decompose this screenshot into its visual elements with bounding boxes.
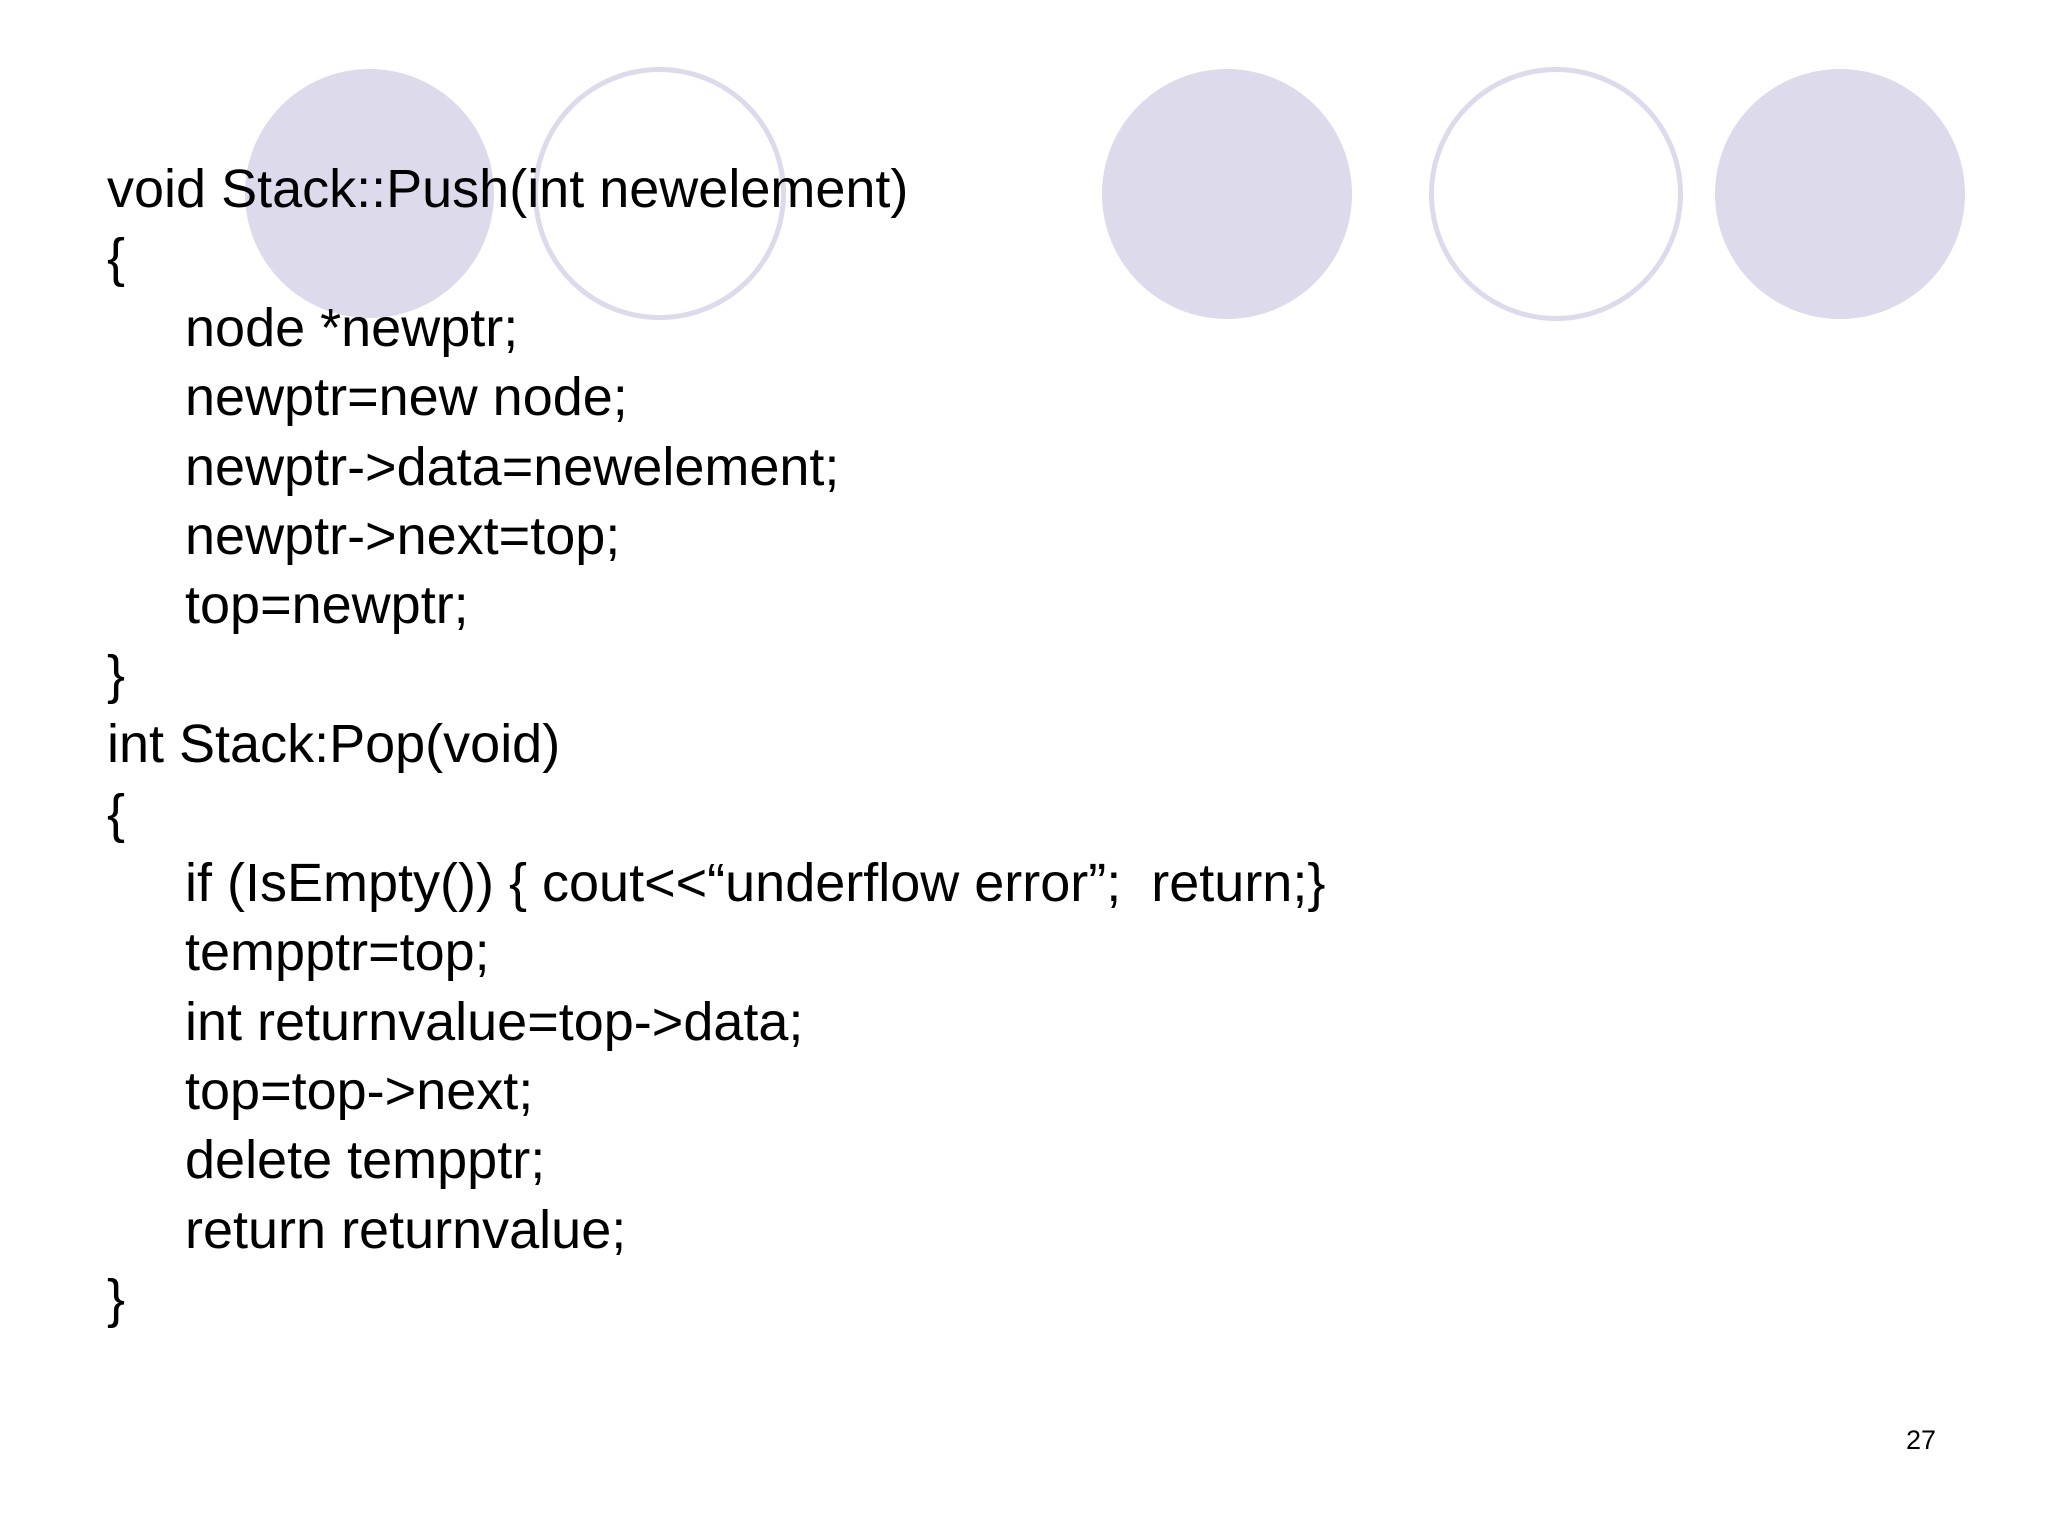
code-line: int returnvalue=top->data; <box>185 991 804 1052</box>
decorative-filled-circle <box>1715 69 1965 319</box>
decorative-filled-circle <box>245 69 494 318</box>
code-block: void Stack::Push(int newelement) { node … <box>107 155 1325 1335</box>
code-line: top=top->next; <box>185 1061 534 1122</box>
decorative-filled-circle <box>1102 69 1352 319</box>
code-line: newptr->next=top; <box>185 505 621 566</box>
code-line: newptr=new node; <box>185 367 628 428</box>
code-line: if (IsEmpty()) { cout<<“underflow error”… <box>185 852 1326 913</box>
code-line: } <box>107 644 126 705</box>
code-line: int Stack:Pop(void) <box>107 714 561 775</box>
code-line: tempptr=top; <box>185 922 490 983</box>
decorative-ring-circle <box>533 67 786 320</box>
code-line: node *newptr; <box>185 297 519 358</box>
code-line: { <box>107 228 126 289</box>
page-number: 27 <box>1906 1425 1937 1455</box>
code-line: top=newptr; <box>185 575 469 636</box>
decorative-ring-circle <box>1429 67 1683 321</box>
code-line: newptr->data=newelement; <box>185 436 840 497</box>
code-line: void Stack::Push(int newelement) <box>107 159 909 219</box>
code-line: } <box>107 1269 126 1330</box>
code-line: return returnvalue; <box>185 1199 627 1260</box>
code-line: { <box>107 783 126 844</box>
code-line: delete tempptr; <box>185 1130 546 1191</box>
